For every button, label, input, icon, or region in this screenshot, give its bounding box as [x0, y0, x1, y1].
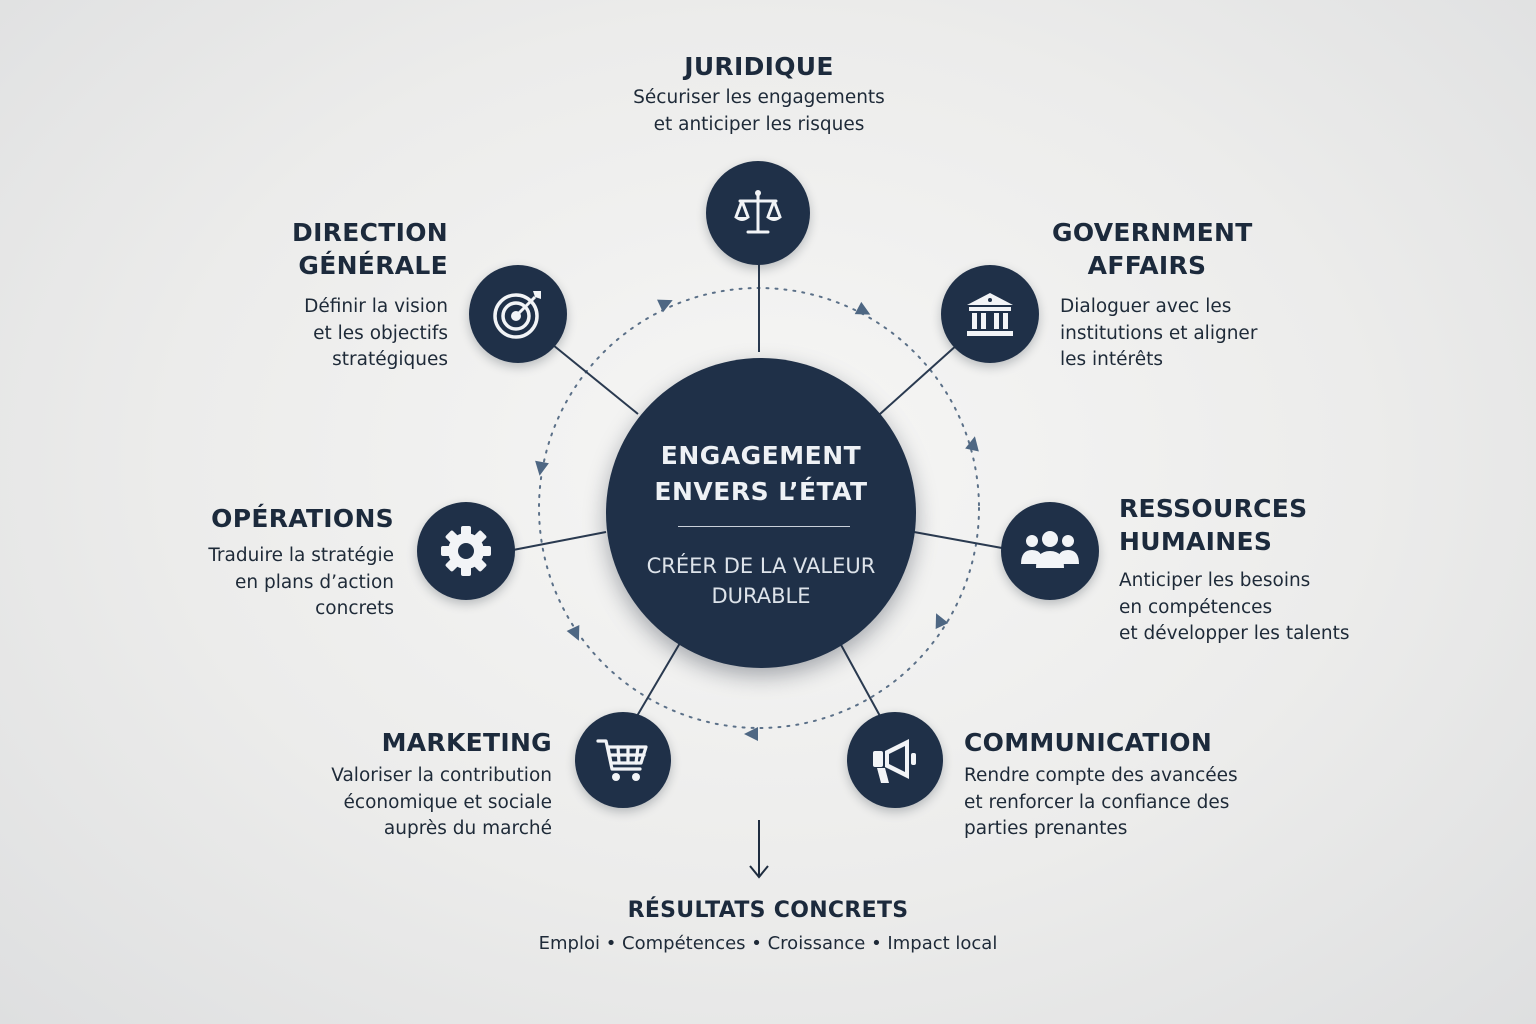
communication-desc-line: Rendre compte des avancées — [964, 765, 1238, 786]
down-arrow-icon — [749, 820, 769, 879]
people-icon — [1021, 531, 1079, 568]
marketing-desc-line: Valoriser la contribution — [331, 765, 552, 786]
government-title: GOVERNMENT AFFAIRS — [1052, 216, 1253, 282]
megaphone-icon — [873, 739, 916, 783]
spokes — [512, 258, 1003, 717]
juridique-title: JURIDIQUE — [684, 52, 834, 81]
government-title-line: AFFAIRS — [1087, 251, 1207, 280]
rh-desc-line: en compétences — [1119, 596, 1273, 618]
marketing-desc-line: économique et sociale — [343, 791, 552, 813]
cycle-arrowhead — [535, 460, 549, 476]
spoke-direction — [552, 344, 639, 415]
block-communication: COMMUNICATION Rendre compte des avancées… — [964, 726, 1264, 843]
center-hub: ENGAGEMENT ENVERS L’ÉTAT CRÉER DE LA VAL… — [606, 358, 916, 668]
rh-title-line: HUMAINES — [1119, 527, 1273, 556]
communication-desc-line: parties prenantes — [964, 818, 1128, 839]
node-government — [941, 265, 1039, 363]
direction-desc-line: Définir la vision — [304, 296, 448, 317]
institution-icon — [967, 293, 1013, 336]
marketing-title: MARKETING — [381, 728, 552, 757]
spoke-operations — [512, 531, 607, 551]
center-title-line1: ENGAGEMENT — [660, 441, 862, 470]
government-desc: Dialoguer avec les institutions et align… — [1060, 294, 1282, 374]
government-desc-line: les intérêts — [1060, 349, 1164, 370]
government-desc-line: institutions et aligner — [1060, 322, 1258, 344]
operations-desc-line: Traduire la stratégie — [208, 545, 394, 566]
spoke-government — [879, 343, 959, 415]
rh-title-line: RESSOURCES — [1119, 494, 1308, 523]
juridique-desc-line: et anticiper les risques — [653, 113, 865, 135]
cycle-arrowhead — [744, 727, 758, 741]
center-title-line2: ENVERS L’ÉTAT — [654, 477, 868, 506]
block-government: GOVERNMENT AFFAIRS Dialoguer avec les in… — [1052, 216, 1282, 374]
node-communication — [847, 712, 943, 808]
communication-desc: Rendre compte des avancées et renforcer … — [964, 763, 1264, 843]
communication-desc-line: et renforcer la confiance des — [964, 791, 1230, 813]
gear-icon — [441, 526, 491, 576]
spoke-marketing — [636, 642, 681, 717]
center-subtitle-line2: DURABLE — [711, 584, 811, 608]
cycle-arrows — [535, 299, 979, 741]
node-rh — [1001, 502, 1099, 600]
block-marketing: MARKETING Valoriser la contribution écon… — [282, 726, 552, 843]
cart-icon — [596, 739, 648, 781]
cycle-arrowhead — [566, 625, 580, 641]
operations-desc-line: en plans d’action — [234, 571, 394, 593]
direction-title: DIRECTION GÉNÉRALE — [250, 216, 448, 282]
juridique-desc: Sécuriser les engagements et anticiper l… — [600, 85, 918, 138]
center-title: ENGAGEMENT ENVERS L’ÉTAT — [606, 438, 916, 510]
spoke-rh — [913, 531, 1003, 549]
marketing-desc: Valoriser la contribution économique et … — [282, 763, 552, 843]
juridique-desc-line: Sécuriser les engagements — [633, 87, 885, 108]
marketing-desc-line: auprès du marché — [383, 818, 552, 839]
cycle-arrowhead — [854, 301, 871, 315]
results-line: Emploi • Compétences • Croissance • Impa… — [538, 933, 998, 954]
block-operations: OPÉRATIONS Traduire la stratégie en plan… — [160, 502, 394, 623]
center-divider — [678, 526, 850, 527]
cycle-arrowhead — [935, 613, 949, 629]
node-direction — [469, 265, 567, 363]
target-icon — [493, 291, 541, 339]
cycle-arrowhead — [657, 299, 673, 313]
block-rh: RESSOURCES HUMAINES Anticiper les besoin… — [1119, 492, 1379, 648]
rh-title: RESSOURCES HUMAINES — [1119, 492, 1379, 558]
block-direction: DIRECTION GÉNÉRALE Définir la vision et … — [250, 216, 448, 374]
direction-desc-line: et les objectifs — [313, 322, 448, 344]
government-desc-line: Dialoguer avec les — [1060, 296, 1232, 317]
cycle-arrowhead — [965, 436, 979, 452]
rh-desc: Anticiper les besoins en compétences et … — [1119, 568, 1379, 648]
direction-title-line: GÉNÉRALE — [298, 251, 448, 280]
rh-desc-line: Anticiper les besoins — [1119, 570, 1311, 591]
node-operations — [417, 502, 515, 600]
direction-title-line: DIRECTION — [292, 218, 448, 247]
government-title-line: GOVERNMENT — [1052, 218, 1253, 247]
results-block: RÉSULTATS CONCRETS Emploi • Compétences … — [468, 898, 1068, 954]
operations-desc-line: concrets — [315, 598, 394, 619]
operations-title: OPÉRATIONS — [211, 504, 394, 533]
center-subtitle-line1: CRÉER DE LA VALEUR — [646, 554, 876, 578]
communication-title: COMMUNICATION — [964, 728, 1213, 757]
scales-icon — [734, 190, 782, 234]
direction-desc: Définir la vision et les objectifs strat… — [250, 294, 448, 374]
operations-desc: Traduire la stratégie en plans d’action … — [160, 543, 394, 623]
center-subtitle: CRÉER DE LA VALEUR DURABLE — [606, 551, 916, 611]
node-juridique — [706, 161, 810, 265]
rh-desc-line: et développer les talents — [1119, 623, 1350, 644]
node-marketing — [575, 712, 671, 808]
direction-desc-line: stratégiques — [332, 349, 448, 370]
block-juridique: JURIDIQUE Sécuriser les engagements et a… — [600, 50, 918, 138]
results-title: RÉSULTATS CONCRETS — [627, 898, 909, 923]
spoke-communication — [839, 642, 881, 717]
